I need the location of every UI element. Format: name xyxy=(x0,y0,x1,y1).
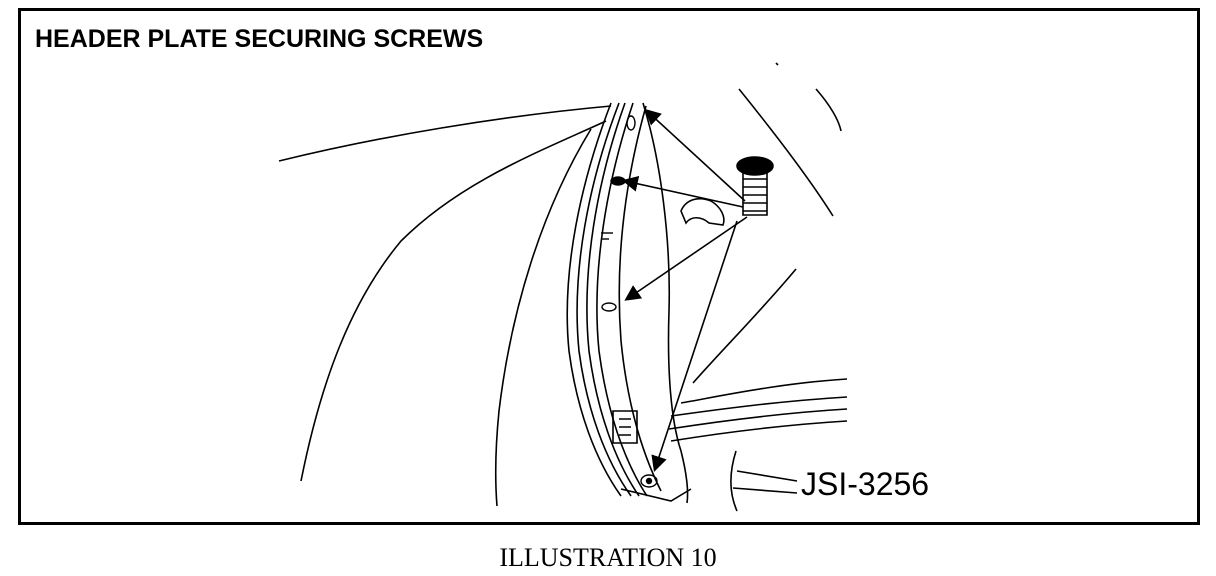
arrow-to-middle-hole xyxy=(621,175,743,207)
vehicle-body-lines xyxy=(279,63,847,511)
screw-illustration xyxy=(737,157,773,215)
figure-title: HEADER PLATE SECURING SCREWS xyxy=(35,25,484,53)
arrow-to-lower-hole xyxy=(624,217,747,301)
header-plate-drawing xyxy=(21,11,1197,522)
upper-screw-hole xyxy=(627,116,635,130)
figure-caption: ILLUSTRATION 10 xyxy=(499,543,717,572)
arrow-to-bottom-hole xyxy=(651,221,737,473)
middle-screw-hole xyxy=(611,177,625,185)
reference-code: JSI-3256 xyxy=(801,466,930,502)
screw-holes xyxy=(601,116,657,487)
bottom-screw-hole xyxy=(641,475,657,487)
pointer-arrows xyxy=(621,108,747,473)
arrow-to-upper-hole xyxy=(644,108,745,201)
figure-frame: HEADER PLATE SECURING SCREWS xyxy=(18,8,1200,525)
lower-screw-hole xyxy=(602,303,616,311)
